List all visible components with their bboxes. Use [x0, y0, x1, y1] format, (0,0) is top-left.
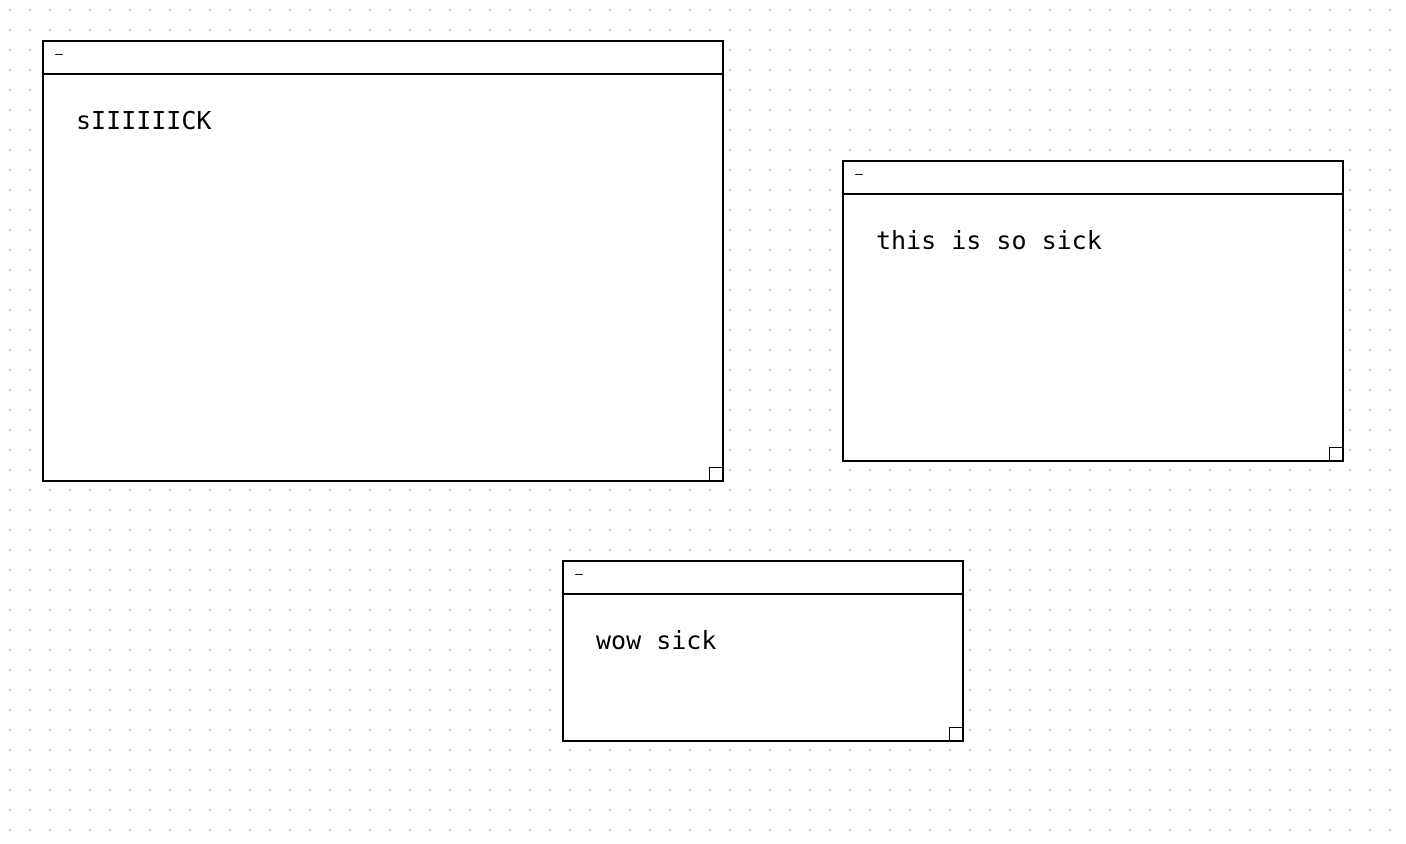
minimize-button[interactable]: –: [575, 567, 583, 582]
resize-handle[interactable]: [709, 467, 723, 481]
minimize-button[interactable]: –: [855, 167, 863, 182]
note-window[interactable]: – sIIIIIICK: [42, 40, 724, 482]
note-titlebar[interactable]: –: [564, 562, 962, 595]
minimize-button[interactable]: –: [55, 47, 63, 62]
resize-handle[interactable]: [1329, 447, 1343, 461]
note-text[interactable]: wow sick: [596, 626, 717, 655]
note-titlebar[interactable]: –: [44, 42, 722, 75]
note-titlebar[interactable]: –: [844, 162, 1342, 195]
note-window[interactable]: – this is so sick: [842, 160, 1344, 462]
note-text[interactable]: sIIIIIICK: [76, 106, 212, 135]
note-text[interactable]: this is so sick: [876, 226, 1102, 255]
resize-handle[interactable]: [949, 727, 963, 741]
note-window[interactable]: – wow sick: [562, 560, 964, 742]
